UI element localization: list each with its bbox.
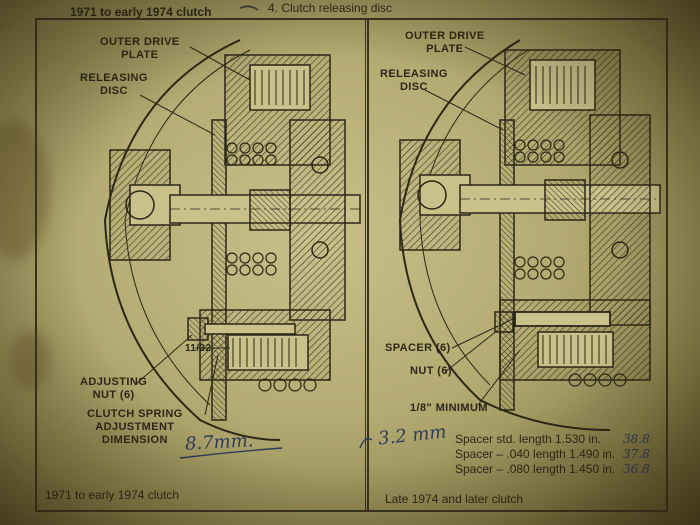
label-nut: NUT (6)	[410, 365, 452, 377]
spec-text: Spacer – .080 length 1.450 in.	[455, 462, 616, 476]
spec-row: Spacer – .080 length 1.450 in. 36.8	[455, 462, 675, 477]
spec-text: Spacer – .040 length 1.490 in.	[455, 447, 616, 461]
caption-right: Late 1974 and later clutch	[385, 492, 524, 506]
spec-handwritten-mm: 37.8	[623, 447, 650, 461]
spec-handwritten-mm: 36.8	[623, 462, 650, 476]
handwritten-note-left: 8.7mm.	[184, 430, 254, 455]
spec-handwritten-mm: 38.8	[623, 432, 650, 446]
label-dimension-value: 11/32	[185, 343, 212, 354]
label-minimum: 1/8" MINIMUM	[410, 402, 488, 414]
caption-left: 1971 to early 1974 clutch	[45, 488, 180, 502]
spec-text: Spacer std. length 1.530 in.	[455, 432, 602, 446]
spec-row: Spacer std. length 1.530 in. 38.8	[455, 432, 675, 447]
spec-row: Spacer – .040 length 1.490 in. 37.8	[455, 447, 675, 462]
spacer-spec-list: Spacer std. length 1.530 in. 38.8 Spacer…	[455, 432, 675, 477]
label-spacer: SPACER (6)	[385, 342, 451, 354]
